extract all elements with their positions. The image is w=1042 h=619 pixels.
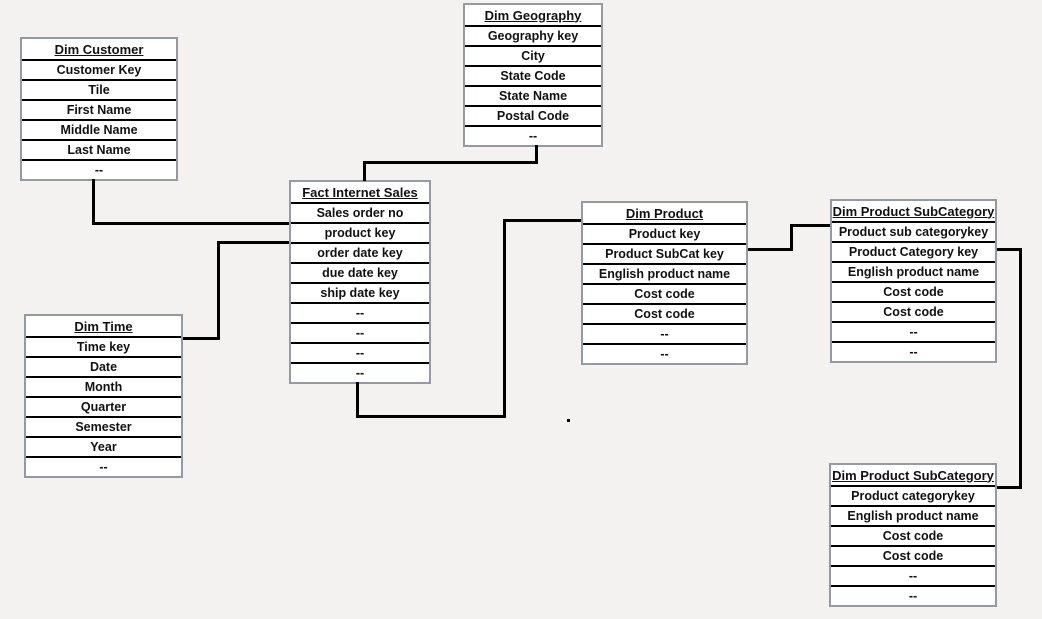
- table-field: State Code: [465, 65, 601, 85]
- table-field: Cost code: [583, 303, 746, 323]
- connector-fact-to-product: [356, 415, 506, 418]
- table-field: Semester: [26, 416, 181, 436]
- table-field: due date key: [291, 262, 429, 282]
- table-field: Cost code: [831, 525, 995, 545]
- table-field: --: [291, 322, 429, 342]
- table-field: Month: [26, 376, 181, 396]
- connector-time-to-fact: [217, 241, 220, 340]
- table-field: Quarter: [26, 396, 181, 416]
- connector-subcategory-to-subcategory: [997, 248, 1022, 251]
- table-field: Sales order no: [291, 202, 429, 222]
- table-title: Dim Product SubCategory: [832, 203, 995, 219]
- table-field: order date key: [291, 242, 429, 262]
- table-field: Year: [26, 436, 181, 456]
- table-title: Dim Customer: [54, 41, 144, 57]
- connector-product-to-subcategory: [790, 224, 830, 227]
- connector-fact-to-product: [503, 219, 506, 418]
- table-field: English product name: [832, 261, 995, 281]
- table-title: Dim Product SubCategory: [832, 467, 994, 483]
- table-field: Date: [26, 356, 181, 376]
- connector-subcategory-to-subcategory: [997, 486, 1022, 489]
- table-field: English product name: [583, 263, 746, 283]
- table-title: Dim Geography: [484, 7, 582, 23]
- table-field: Tile: [22, 79, 176, 99]
- table-field: --: [583, 343, 746, 363]
- connector-customer-to-fact: [92, 179, 95, 225]
- table-field: Customer Key: [22, 59, 176, 79]
- connector-time-to-fact: [183, 337, 220, 340]
- table-field: Product categorykey: [831, 485, 995, 505]
- table-field: Last Name: [22, 139, 176, 159]
- connector-subcategory-to-subcategory: [1019, 248, 1022, 489]
- table-title: Fact Internet Sales: [302, 184, 418, 200]
- table-field: City: [465, 45, 601, 65]
- connector-time-to-fact: [217, 241, 289, 244]
- connector-customer-to-fact: [92, 222, 289, 225]
- table-field: --: [583, 323, 746, 343]
- table-field: Geography key: [465, 25, 601, 45]
- table-field: Middle Name: [22, 119, 176, 139]
- table-field: --: [291, 302, 429, 322]
- table-field: --: [831, 585, 995, 605]
- table-field: --: [832, 321, 995, 341]
- table-field: Product Category key: [832, 241, 995, 261]
- table-field: Product key: [583, 223, 746, 243]
- table-field: --: [831, 565, 995, 585]
- connector-product-to-subcategory: [790, 224, 793, 251]
- table-field: Time key: [26, 336, 181, 356]
- table-field: First Name: [22, 99, 176, 119]
- table-title: Dim Product: [625, 205, 704, 221]
- table-field: Product SubCat key: [583, 243, 746, 263]
- table-field: --: [465, 125, 601, 145]
- table-field: English product name: [831, 505, 995, 525]
- connector-product-to-subcategory: [748, 248, 793, 251]
- table-field: --: [832, 341, 995, 361]
- table-field: --: [26, 456, 181, 476]
- table-field: Cost code: [831, 545, 995, 565]
- connector-fact-to-product: [503, 219, 581, 222]
- connector-geography-to-fact: [363, 161, 366, 181]
- table-field: ship date key: [291, 282, 429, 302]
- table-field: Cost code: [832, 301, 995, 321]
- table-field: Cost code: [832, 281, 995, 301]
- table-field: --: [291, 362, 429, 382]
- connector-geography-to-fact: [535, 145, 538, 164]
- table-field: Product sub categorykey: [832, 221, 995, 241]
- table-field: State Name: [465, 85, 601, 105]
- table-field: Postal Code: [465, 105, 601, 125]
- connector-geography-to-fact: [363, 161, 538, 164]
- table-field: --: [22, 159, 176, 179]
- table-title: Dim Time: [74, 318, 133, 334]
- stray-dot: [567, 419, 570, 422]
- table-field: Cost code: [583, 283, 746, 303]
- table-field: --: [291, 342, 429, 362]
- connector-fact-to-product: [356, 382, 359, 418]
- table-field: product key: [291, 222, 429, 242]
